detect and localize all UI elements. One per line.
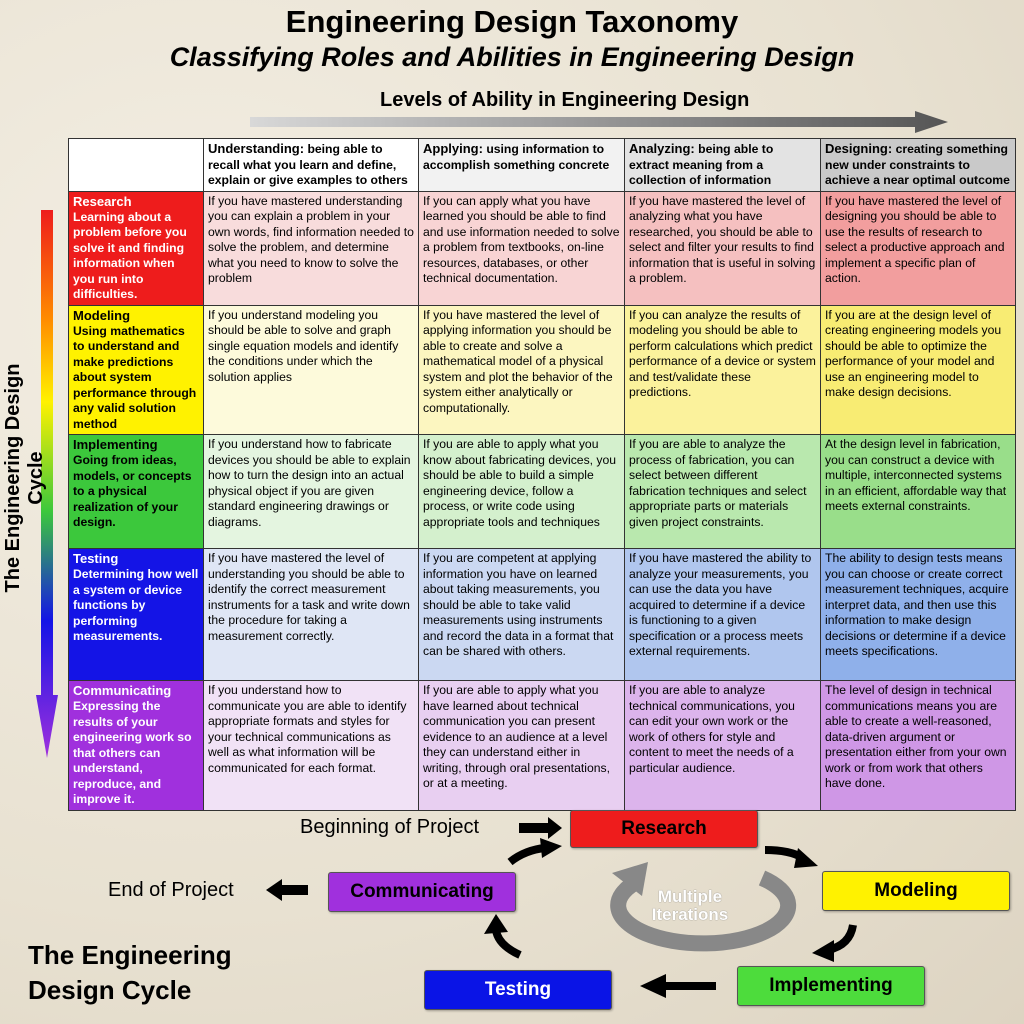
- table-cell: If you have mastered the ability to anal…: [624, 548, 821, 681]
- page-subtitle: Classifying Roles and Abilities in Engin…: [169, 42, 855, 72]
- table-cell: If you have mastered the level of analyz…: [624, 190, 821, 306]
- table-cell: If you are able to analyze technical com…: [624, 680, 821, 811]
- testing-to-communicating-arrow-icon: [492, 929, 522, 959]
- table-cell: If you can apply what you have learned y…: [418, 190, 625, 306]
- table-cell: The level of design in technical communi…: [820, 680, 1016, 811]
- column-header-understanding: Understanding: being able to recall what…: [203, 138, 419, 192]
- table-cell: If you are able to apply what you know a…: [418, 434, 625, 549]
- taxonomy-table: Understanding: being able to recall what…: [68, 138, 1016, 811]
- cycle-arrow: [36, 210, 58, 758]
- table-cell: If you understand modeling you should be…: [203, 304, 419, 435]
- table-cell: If you are at the design level of creati…: [820, 304, 1016, 435]
- table-cell: If you have mastered the level of applyi…: [418, 304, 625, 435]
- table-cell: If you are able to analyze the process o…: [624, 434, 821, 549]
- implementing-to-testing-arrow-icon: [640, 974, 716, 998]
- beginning-arrow-icon: [519, 817, 562, 839]
- table-header-row: Understanding: being able to recall what…: [68, 138, 1016, 192]
- table-cell: If you can analyze the results of modeli…: [624, 304, 821, 435]
- table-cell: If you understand how to fabricate devic…: [203, 434, 419, 549]
- stage-research: Research: [570, 810, 758, 848]
- levels-arrow: [250, 111, 948, 133]
- end-label: End of Project: [108, 879, 234, 901]
- table-cell: If you have mastered understanding you c…: [203, 190, 419, 306]
- stage-communicating: Communicating: [328, 872, 516, 912]
- page-title: Engineering Design Taxonomy: [285, 4, 739, 39]
- cycle-title: The Engineering Design Cycle: [28, 940, 232, 1005]
- iterations-label: Multiple Iterations: [651, 887, 729, 924]
- end-arrow-icon: [266, 879, 308, 901]
- iterations-circle-icon: [610, 870, 797, 952]
- table-cell: If you have mastered the level of design…: [820, 190, 1016, 306]
- table-cell: If you are able to apply what you have l…: [418, 680, 625, 811]
- stage-testing: Testing: [424, 970, 612, 1010]
- column-header-applying: Applying: using information to accomplis…: [418, 138, 625, 192]
- stage-implementing: Implementing: [737, 966, 925, 1006]
- table-cell: If you are competent at applying informa…: [418, 548, 625, 681]
- table-cell: If you have mastered the level of unders…: [203, 548, 419, 681]
- stage-modeling: Modeling: [822, 871, 1010, 911]
- beginning-label: Beginning of Project: [300, 816, 480, 838]
- communicating-to-research-arrow-icon: [507, 844, 546, 866]
- column-header-analyzing: Analyzing: being able to extract meaning…: [624, 138, 821, 192]
- column-header-designing: Designing: creating something new under …: [820, 138, 1016, 192]
- table-cell: If you understand how to communicate you…: [203, 680, 419, 811]
- table-cell: At the design level in fabrication, you …: [820, 434, 1016, 549]
- table-cell: The ability to design tests means you ca…: [820, 548, 1016, 681]
- levels-label: Levels of Ability in Engineering Design: [380, 89, 750, 111]
